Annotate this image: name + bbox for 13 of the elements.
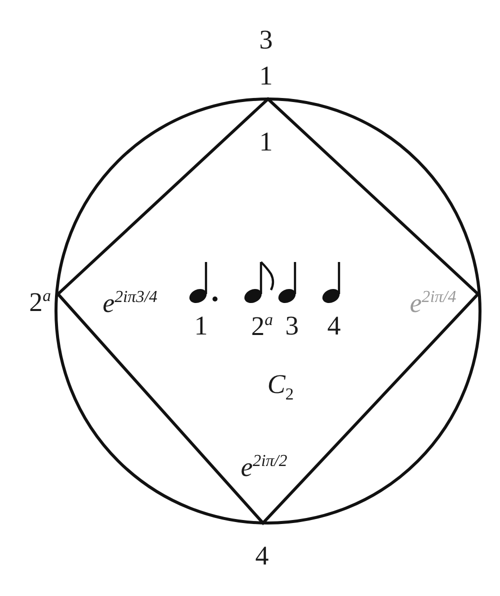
root-of-unity-label: e$^{2iπ/4}$ — [410, 289, 456, 317]
beat-number: 4 — [255, 542, 269, 570]
beat-number: 3 — [259, 26, 273, 54]
beat-number: 1 — [259, 128, 273, 156]
root-of-unity-label: e$^{2iπ3/4}$ — [102, 289, 158, 317]
group-label: C$_{2}$ — [267, 371, 294, 404]
beat-number: 3 — [285, 312, 299, 340]
beat-number: 4 — [327, 312, 341, 340]
beat-number: 2$^{a}$ — [29, 288, 51, 316]
root-of-unity-label: e$^{2iπ/2}$ — [240, 453, 288, 481]
beat-number: 1 — [194, 312, 208, 340]
beat-number: 2$^{a}$ — [251, 312, 273, 340]
beat-number: 1 — [259, 62, 273, 90]
